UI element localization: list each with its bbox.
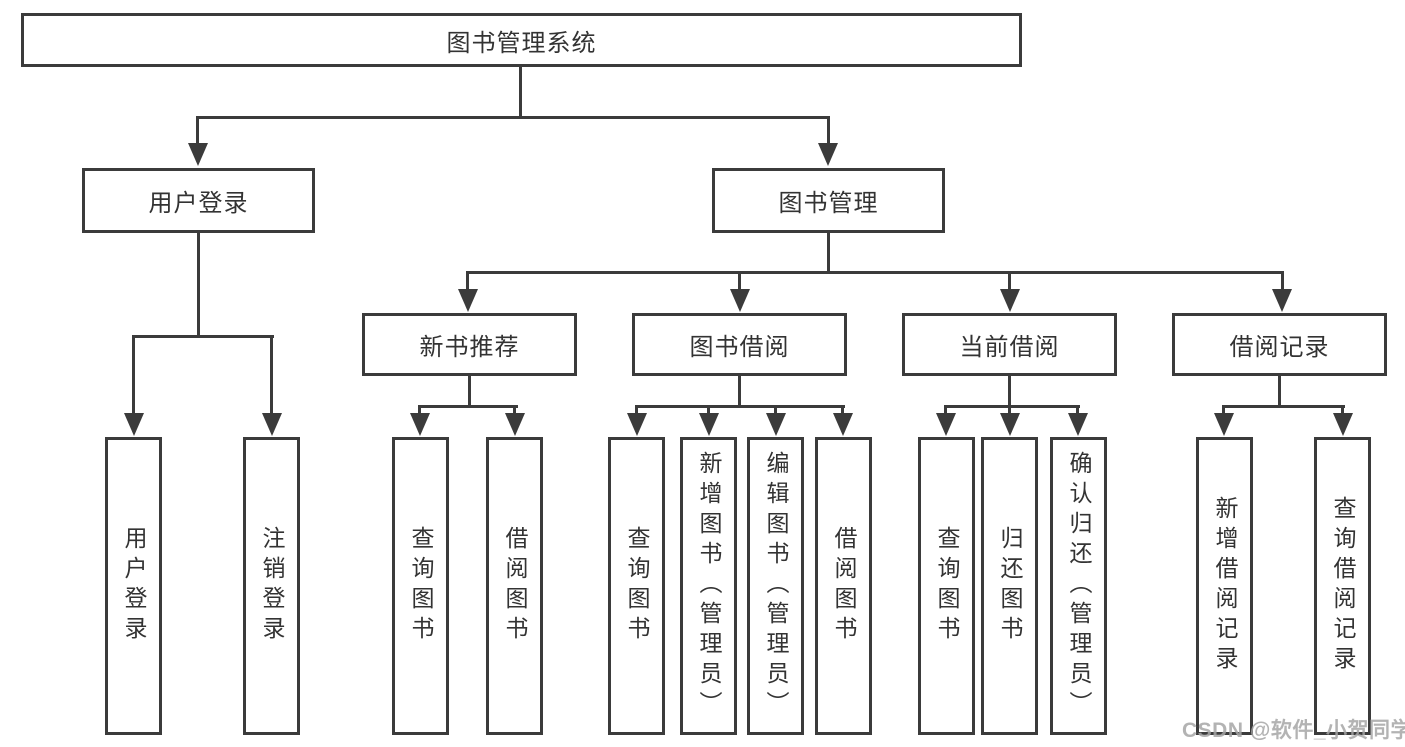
connector-line <box>1222 405 1225 417</box>
connector-line <box>132 335 135 417</box>
connector-line <box>635 405 638 417</box>
leaf-query-books-1: 查询图书 <box>392 437 449 735</box>
connector-line <box>827 232 830 274</box>
arrowhead-icon <box>936 413 956 436</box>
arrowhead-icon <box>188 143 208 166</box>
arrowhead-icon <box>124 413 144 436</box>
connector-line <box>1278 375 1281 408</box>
leaf-borrow-books-2: 借阅图书 <box>815 437 872 735</box>
connector-line <box>944 405 947 417</box>
connector-line <box>1008 271 1011 293</box>
node-user-login: 用户登录 <box>82 168 315 233</box>
node-book-management: 图书管理 <box>712 168 945 233</box>
node-current-borrow-label: 当前借阅 <box>959 334 1060 361</box>
arrowhead-icon <box>1214 413 1234 436</box>
leaf-query-books-3: 查询图书 <box>918 437 975 735</box>
arrowhead-icon <box>818 143 838 166</box>
arrowhead-icon <box>262 413 282 436</box>
connector-line <box>196 116 830 119</box>
connector-line <box>944 405 1080 408</box>
node-book-borrow: 图书借阅 <box>632 313 847 376</box>
connector-line <box>418 405 421 417</box>
arrowhead-icon <box>410 413 430 436</box>
connector-line <box>707 405 710 417</box>
connector-line <box>774 405 777 417</box>
node-borrow-records: 借阅记录 <box>1172 313 1387 376</box>
leaf-label: 归还图书 <box>997 526 1023 646</box>
arrowhead-icon <box>458 289 478 312</box>
leaf-add-borrow-record: 新增借阅记录 <box>1196 437 1253 735</box>
leaf-label: 查询借阅记录 <box>1330 496 1356 676</box>
node-book-management-label: 图书管理 <box>778 190 879 217</box>
leaf-add-books-admin: 新增图书（管理员） <box>680 437 737 735</box>
connector-line <box>519 66 522 118</box>
arrowhead-icon <box>833 413 853 436</box>
leaf-query-borrow-record: 查询借阅记录 <box>1314 437 1371 735</box>
arrowhead-icon <box>1000 413 1020 436</box>
connector-line <box>466 271 469 293</box>
csdn-watermark: CSDN @软件_小贺同学 <box>1182 719 1405 742</box>
node-new-book-recommend: 新书推荐 <box>362 313 577 376</box>
leaf-user-login: 用户登录 <box>105 437 162 735</box>
leaf-query-books-2: 查询图书 <box>608 437 665 735</box>
arrowhead-icon <box>730 289 750 312</box>
leaf-label: 新增借阅记录 <box>1212 496 1238 676</box>
leaf-label: 注销登录 <box>259 526 285 646</box>
connector-line <box>197 232 200 338</box>
node-library-system: 图书管理系统 <box>21 13 1022 67</box>
connector-line <box>738 375 741 408</box>
arrowhead-icon <box>505 413 525 436</box>
arrowhead-icon <box>766 413 786 436</box>
leaf-label: 编辑图书（管理员） <box>763 451 789 721</box>
node-book-borrow-label: 图书借阅 <box>689 334 790 361</box>
node-library-system-label: 图书管理系统 <box>446 29 597 57</box>
leaf-label: 查询图书 <box>408 526 434 646</box>
connector-line <box>635 405 845 408</box>
connector-line <box>513 405 516 417</box>
leaf-label: 用户登录 <box>121 526 147 646</box>
leaf-label: 借阅图书 <box>502 526 528 646</box>
arrowhead-icon <box>627 413 647 436</box>
leaf-borrow-books-1: 借阅图书 <box>486 437 543 735</box>
leaf-edit-books-admin: 编辑图书（管理员） <box>747 437 804 735</box>
arrowhead-icon <box>1333 413 1353 436</box>
leaf-label: 借阅图书 <box>831 526 857 646</box>
leaf-label: 查询图书 <box>934 526 960 646</box>
leaf-label: 新增图书（管理员） <box>696 451 722 721</box>
arrowhead-icon <box>1272 289 1292 312</box>
connector-line <box>132 335 274 338</box>
arrowhead-icon <box>1068 413 1088 436</box>
connector-line <box>1341 405 1344 417</box>
arrowhead-icon <box>699 413 719 436</box>
leaf-logout: 注销登录 <box>243 437 300 735</box>
leaf-confirm-return-admin: 确认归还（管理员） <box>1050 437 1107 735</box>
connector-line <box>738 271 741 293</box>
leaf-return-books: 归还图书 <box>981 437 1038 735</box>
node-new-book-recommend-label: 新书推荐 <box>419 334 520 361</box>
connector-line <box>196 116 199 148</box>
connector-line <box>1008 375 1011 408</box>
connector-line <box>468 375 471 408</box>
connector-line <box>827 116 830 148</box>
leaf-label: 查询图书 <box>624 526 650 646</box>
connector-line <box>1222 405 1345 408</box>
connector-line <box>841 405 844 417</box>
node-user-login-label: 用户登录 <box>148 190 249 217</box>
node-current-borrow: 当前借阅 <box>902 313 1117 376</box>
leaf-label: 确认归还（管理员） <box>1066 451 1092 721</box>
connector-line <box>418 405 518 408</box>
connector-line <box>1076 405 1079 417</box>
connector-line <box>1281 271 1284 293</box>
node-borrow-records-label: 借阅记录 <box>1229 334 1330 361</box>
connector-line <box>1008 405 1011 417</box>
arrowhead-icon <box>1000 289 1020 312</box>
connector-line <box>466 271 1284 274</box>
connector-line <box>270 335 273 417</box>
